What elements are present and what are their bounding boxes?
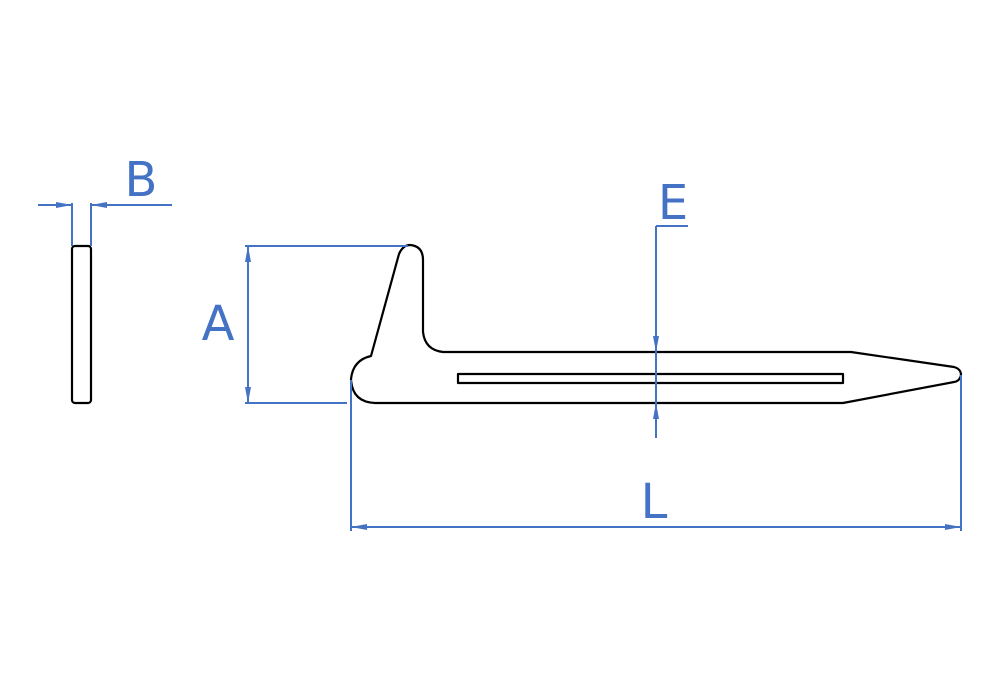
- label-b: B: [125, 152, 158, 208]
- dimension-l: L: [350, 375, 962, 531]
- label-l: L: [641, 474, 668, 530]
- dimension-b: B: [38, 152, 172, 246]
- label-a: A: [202, 296, 235, 352]
- stake-profile: [349, 243, 963, 405]
- dimension-a: A: [202, 245, 408, 404]
- side-view-profile: [70, 244, 93, 405]
- slot: [456, 372, 845, 385]
- dimension-e: E: [653, 175, 688, 438]
- label-e: E: [658, 175, 688, 231]
